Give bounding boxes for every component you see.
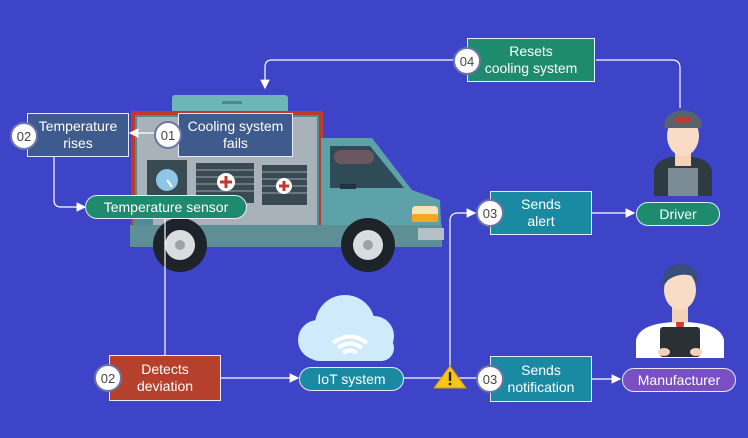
cloud-wifi-icon <box>298 295 394 361</box>
driver-avatar-icon <box>654 110 712 196</box>
resets-cooling-box: Resets cooling system <box>467 38 595 82</box>
step-number-03b: 03 <box>476 365 504 393</box>
driver-label: Driver <box>659 206 697 222</box>
temperature-sensor-pill: Temperature sensor <box>85 195 247 219</box>
temperature-rises-box: Temperature rises <box>27 113 129 157</box>
detects-deviation-box: Detects deviation <box>109 355 221 401</box>
manufacturer-avatar-icon <box>636 264 724 358</box>
step-number-04: 04 <box>453 47 481 75</box>
sends-notification-box: Sends notification <box>490 356 592 402</box>
temperature-sensor-label: Temperature sensor <box>103 199 229 215</box>
sends-notification-label: Sends notification <box>507 362 575 395</box>
manufacturer-pill: Manufacturer <box>622 368 736 392</box>
detects-deviation-label: Detects deviation <box>136 361 194 394</box>
manufacturer-label: Manufacturer <box>637 372 721 388</box>
iot-system-pill: IoT system <box>299 367 404 391</box>
step-number-02a: 02 <box>10 122 38 150</box>
warning-icon <box>433 365 467 389</box>
step-number-03a: 03 <box>476 199 504 227</box>
cooling-fails-label: Cooling system fails <box>187 118 284 151</box>
step-number-02b: 02 <box>94 364 122 392</box>
temperature-rises-label: Temperature rises <box>38 118 118 151</box>
cooling-fails-box: Cooling system fails <box>178 113 293 157</box>
truck-icon <box>130 95 444 272</box>
resets-cooling-label: Resets cooling system <box>484 43 578 76</box>
sends-alert-label: Sends alert <box>521 196 561 229</box>
iot-system-label: IoT system <box>317 371 386 387</box>
sends-alert-box: Sends alert <box>490 191 592 235</box>
driver-pill: Driver <box>636 202 720 226</box>
connectors <box>53 59 681 384</box>
step-number-01: 01 <box>154 121 182 149</box>
